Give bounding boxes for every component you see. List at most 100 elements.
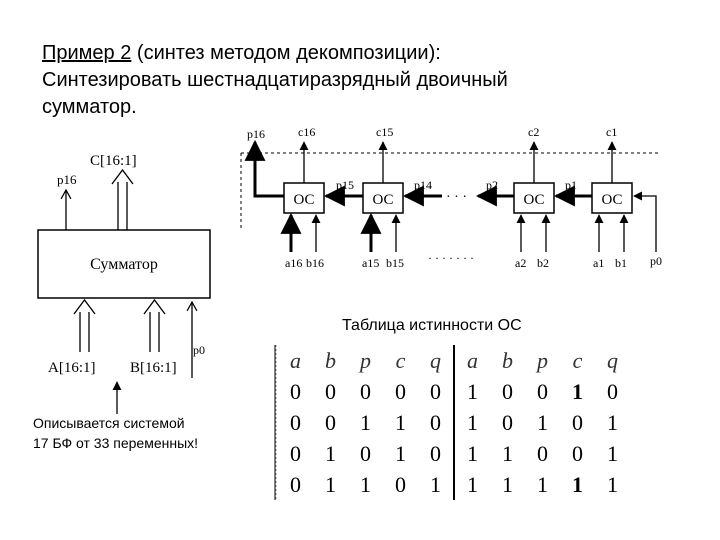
ellipsis-lower: · · · · · · · [428,251,474,265]
table-cell: 1 [537,471,548,497]
header-cell: q [607,347,618,373]
chain-bottom-a15: a15 [362,256,379,270]
table-cell: 0 [607,378,618,404]
chain-top-p16: p16 [247,127,265,141]
table-cell: 1 [572,471,583,497]
a-input-arrow [73,298,96,352]
table-cell: 0 [395,378,406,404]
chain-top-c1: c1 [606,125,617,139]
table-cell: 1 [360,409,371,435]
table-cell: 0 [418,407,455,438]
table-cell: 0 [290,409,301,435]
oc-cell-1-label: ОС [601,192,622,208]
table-cell: 1 [537,409,548,435]
carry-p2: p2 [486,178,498,192]
title-line3: сумматор. [42,96,137,118]
table-row: 0 0 1 1 0 1 0 1 0 1 [278,407,630,438]
chain-bottom-b1: b1 [615,256,627,270]
header-cell: p [537,347,548,373]
table-cell: 0 [360,440,371,466]
table-row: 0 0 0 0 0 1 0 0 1 0 [278,376,630,407]
b-input-arrow [143,298,166,352]
truth-table-caption: Таблица истинности ОС [342,317,522,334]
oc-cell-16-label: ОС [293,192,314,208]
ellipsis-upper: · · · [446,190,467,205]
slide-title: Пример 2 (синтез методом декомпозиции): … [42,40,508,121]
chain-bottom-a16: a16 [285,256,302,270]
table-cell: 0 [537,378,548,404]
table-cell: 0 [325,409,336,435]
adder-block-diagram: Сумматор p16 C[16:1] A[16:1] B[16:1] p0 [37,153,211,414]
chain-bottom-b2: b2 [537,256,549,270]
note-line2: 17 БФ от 33 переменных! [33,435,199,451]
table-cell: 1 [502,440,513,466]
header-cell: p [360,347,371,373]
truth-table: a b p c q a b p c q 0 0 0 0 0 1 0 0 1 0 … [278,345,630,500]
title-line2: Синтезировать шестнадцатиразрядный двоич… [42,69,508,91]
chain-bottom-a2: a2 [515,256,526,270]
table-cell: 0 [290,378,301,404]
header-cell: b [502,347,513,373]
table-cell: 0 [360,378,371,404]
table-cell: 0 [572,409,583,435]
note-line1: Описывается системой [33,415,185,431]
table-cell: 1 [467,471,478,497]
chain-top-c2: c2 [528,125,539,139]
table-cell: 0 [502,409,513,435]
chain-bottom-a1: a1 [593,256,604,270]
table-cell: 1 [467,440,478,466]
table-cell: 1 [467,409,478,435]
carry-p1: p1 [565,178,577,192]
header-cell: a [290,347,301,373]
table-cell: 1 [360,471,371,497]
table-cell: 0 [537,440,548,466]
adder-box [37,229,211,299]
header-cell: b [325,347,336,373]
a-input-label: A[16:1] [48,360,96,376]
table-cell: 1 [607,471,618,497]
p16-output-label: p16 [57,172,77,187]
table-cell: 1 [572,378,583,404]
b-input-label: B[16:1] [130,360,177,376]
c-output-arrow [111,168,134,230]
table-cell: 0 [572,440,583,466]
table-cell: 1 [607,409,618,435]
table-cell: 1 [502,471,513,497]
table-cell: 1 [395,440,406,466]
adder-label: Сумматор [90,256,158,273]
table-cell: 0 [325,378,336,404]
header-cell: a [467,347,478,373]
table-cell: 0 [290,440,301,466]
p0-chain-input [633,191,657,252]
c-output-label: C[16:1] [90,153,137,169]
table-cell: 1 [607,440,618,466]
p16-carry-out [244,139,284,198]
p0-input-label: p0 [193,343,205,357]
chain-bottom-p0: p0 [650,254,662,268]
cell-chain-diagram: ОС ОС ОС ОС p16 c16 c15 c2 c1 p15 p14 · … [240,125,662,270]
table-cell: 1 [418,469,455,500]
header-cell: c [395,347,406,373]
truth-table-header-row: a b p c q a b p c q [278,345,630,376]
table-row: 0 1 1 0 1 1 1 1 1 1 [278,469,630,500]
table-cell: 1 [467,378,478,404]
description-note: Описывается системой 17 БФ от 33 перемен… [33,413,198,453]
carry-p15: p15 [336,178,354,192]
table-cell: 1 [395,409,406,435]
table-cell: 0 [395,471,406,497]
chain-top-c15: c15 [376,125,393,139]
table-cell: 0 [290,471,301,497]
title-line1-rest: (синтез методом декомпозиции): [131,42,441,64]
table-row: 0 1 0 1 0 1 1 0 0 1 [278,438,630,469]
chain-bottom-b15: b15 [386,256,404,270]
example-label: Пример 2 [42,42,132,64]
header-cell: q [418,345,455,376]
chain-bottom-b16: b16 [306,256,324,270]
carry-p14: p14 [414,178,432,192]
header-cell: c [572,347,583,373]
oc-cell-2-label: ОС [523,192,544,208]
table-cell: 0 [418,376,455,407]
chain-top-c16: c16 [298,125,315,139]
oc-cell-15-label: ОС [372,192,393,208]
